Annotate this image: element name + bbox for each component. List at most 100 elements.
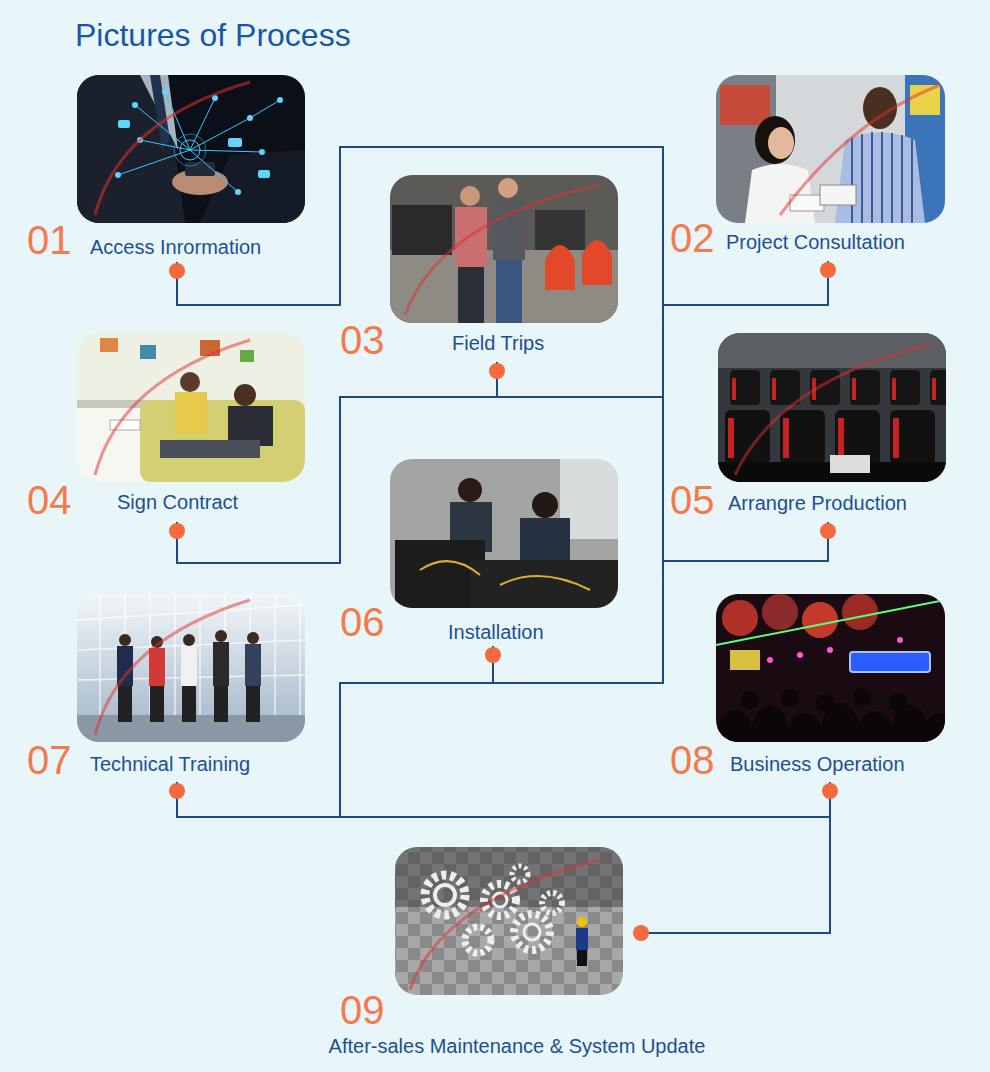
photo-def-part-part — [484, 884, 516, 916]
photo-def-part — [532, 492, 558, 518]
photo-def-part-part — [752, 705, 788, 742]
photo-def-part-part — [853, 688, 871, 706]
photo-def — [395, 847, 623, 995]
step-label: Arrangre Production — [728, 491, 907, 515]
process-step: 09After-sales Maintenance & System Updat… — [284, 847, 750, 1062]
step-number: 03 — [340, 320, 385, 360]
process-connector — [750, 782, 830, 933]
connector-dot — [820, 523, 836, 539]
photo-def-part-part — [174, 134, 206, 166]
photo-def-part — [140, 345, 156, 359]
photo-def — [716, 594, 945, 742]
photo-def-part — [470, 560, 618, 608]
process-connector — [497, 261, 828, 397]
photo-def-part-part — [425, 875, 465, 915]
photo-def-part-part — [857, 711, 893, 742]
photo-def-part — [718, 333, 946, 482]
photo-def-part — [100, 338, 118, 352]
photo-def-part — [852, 132, 912, 223]
step-number: 04 — [27, 480, 72, 520]
photo-def-part-part — [893, 418, 899, 458]
photo-def-part-part — [772, 378, 776, 400]
photo-def — [77, 594, 305, 742]
photo-def-part — [835, 133, 925, 224]
process-connector — [177, 782, 830, 817]
photo-def-part-part — [277, 97, 283, 103]
step-label: Technical Training — [90, 752, 250, 776]
process-step: 03Field Trips — [338, 175, 620, 362]
photo-def-part-part — [514, 914, 550, 950]
photo-def-part — [215, 630, 227, 642]
photo-def-part — [181, 646, 197, 686]
photo-def-part — [728, 378, 936, 458]
connector-dot — [169, 523, 185, 539]
photo-def-part — [182, 686, 196, 722]
photo-def-part-part — [922, 713, 945, 742]
photo-def-part-part — [258, 170, 270, 178]
photo-def-part — [730, 650, 760, 670]
photo-def-part — [392, 205, 452, 255]
photo-def-part — [458, 267, 484, 323]
photo-def-part — [722, 600, 758, 636]
photo-def-part — [390, 459, 618, 608]
photo-def-part-part — [838, 418, 844, 458]
step-label: Project Consultation — [726, 230, 905, 254]
photo-def-part — [496, 260, 522, 323]
photo-def-part-part — [932, 378, 936, 400]
photo-def-part-part — [228, 138, 242, 147]
photo-def-part — [930, 370, 946, 405]
connector-dot — [485, 647, 501, 663]
photo-def-part — [460, 186, 480, 206]
photo-def-part — [390, 175, 618, 323]
photo-def-part — [716, 75, 945, 223]
step-number: 02 — [670, 218, 715, 258]
photo-def-part — [180, 372, 200, 392]
photo-def-part — [455, 207, 487, 267]
photo-def-part — [820, 185, 856, 205]
photo-def-part — [458, 478, 482, 502]
photo-def-part-part — [180, 140, 200, 160]
step-label: After-sales Maintenance & System Update — [329, 1034, 706, 1058]
photo-def-part-part — [767, 657, 773, 663]
photo-def-part-part — [524, 924, 540, 940]
photo-def-part — [755, 116, 795, 164]
photo-def-part — [810, 370, 840, 405]
process-step: 04 Sign Contract — [25, 333, 310, 522]
photo-def-part — [214, 686, 228, 722]
photo-def-part — [768, 127, 794, 159]
connector-dot — [489, 363, 505, 379]
photo-def-part-part — [741, 691, 759, 709]
photo-def-part-part — [827, 647, 833, 653]
process-connector — [177, 397, 828, 563]
diagram-title: Pictures of Process — [75, 15, 351, 55]
photo-def — [718, 333, 946, 482]
photo-def-part — [95, 600, 250, 735]
photo-def-part — [95, 340, 250, 475]
process-connector — [493, 522, 828, 683]
photo-def-part — [420, 561, 590, 590]
photo-def — [77, 75, 305, 223]
step-label: Sign Contract — [117, 490, 238, 514]
photo-def-part — [762, 594, 798, 630]
step-label: Access Inrormation — [90, 235, 261, 259]
connector-dot — [820, 262, 836, 278]
photo-def-part — [535, 210, 585, 250]
photo-def-part-part — [728, 418, 734, 458]
photo-def-part-part — [247, 115, 253, 121]
process-connector — [177, 362, 497, 563]
photo-def-part-part — [118, 120, 130, 128]
photo-def-part-part — [435, 885, 455, 905]
photo-def-part — [77, 75, 305, 223]
photo-def-part — [77, 333, 305, 482]
process-connector — [177, 646, 493, 817]
photo-def-part-part — [892, 378, 896, 400]
photo-def-part — [160, 440, 260, 458]
photo-def-part-part — [889, 693, 907, 711]
photo-def-part-part — [717, 710, 753, 742]
photo-def-part — [183, 634, 195, 646]
photo-def-part — [213, 642, 229, 686]
photo-def-part — [716, 600, 945, 645]
